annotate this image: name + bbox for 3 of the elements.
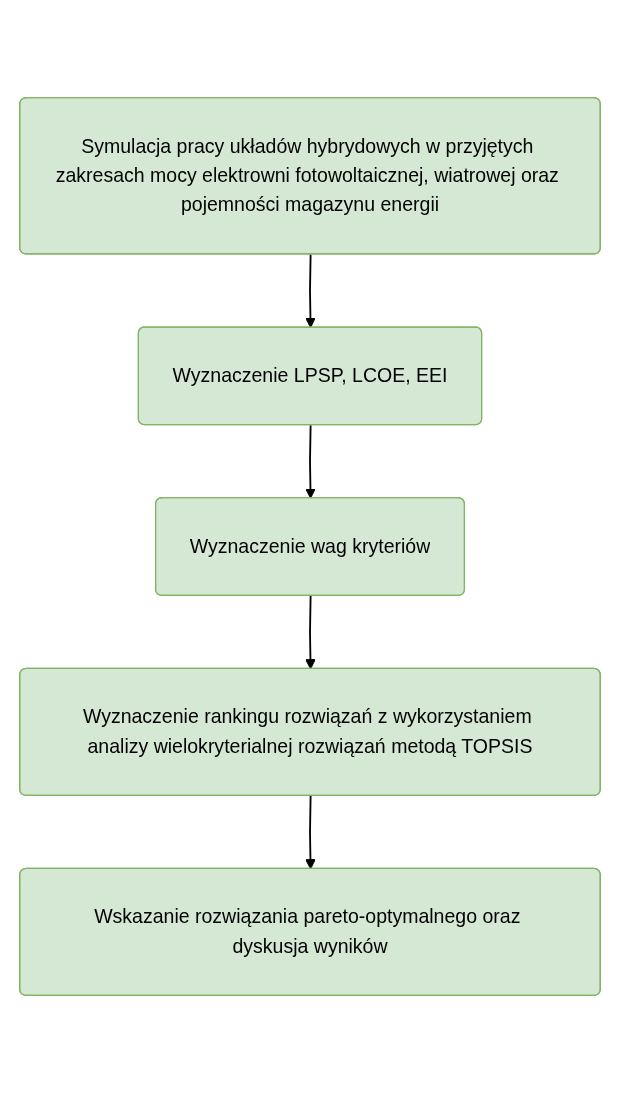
arrow bbox=[304, 594, 316, 670]
arrow bbox=[304, 424, 316, 499]
arrow bbox=[304, 794, 316, 870]
